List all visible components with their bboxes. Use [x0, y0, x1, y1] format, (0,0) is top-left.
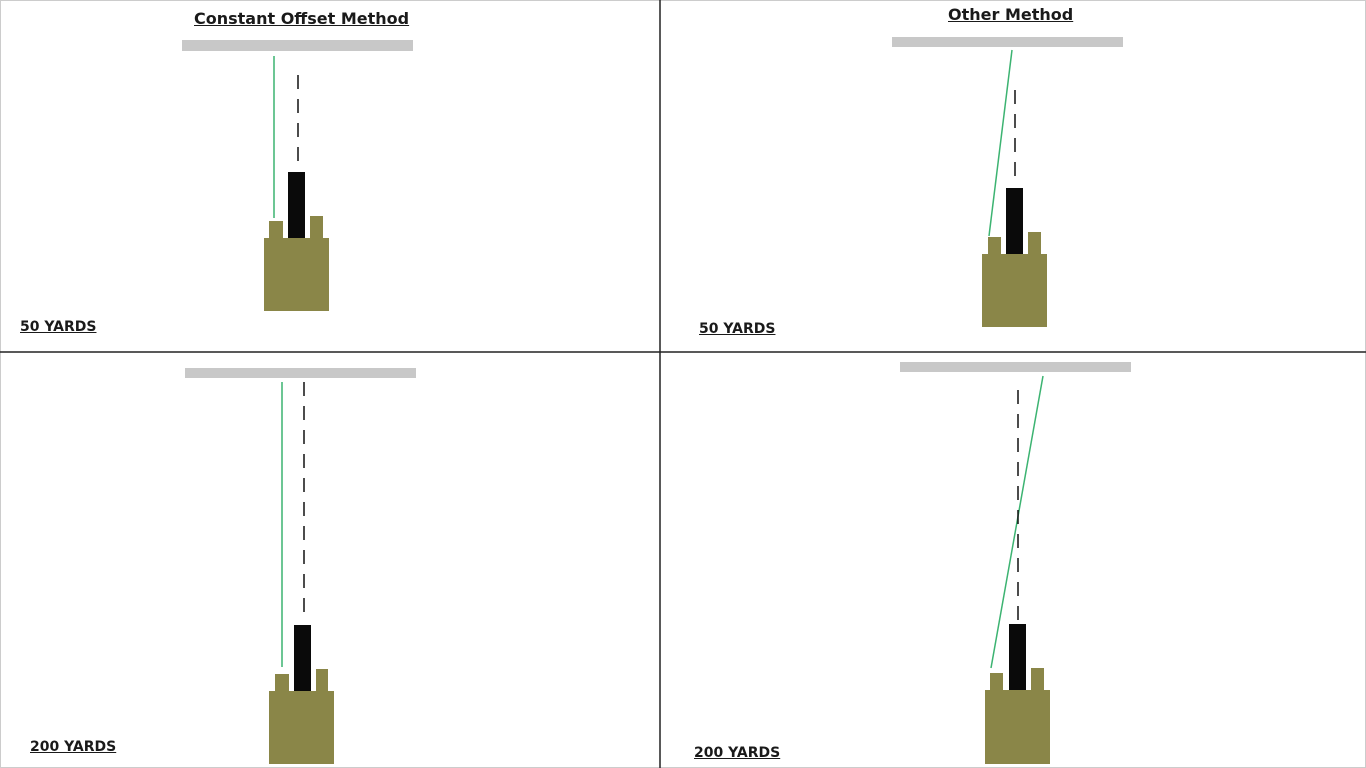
rifle-post-left — [275, 674, 289, 693]
rifle-body — [269, 691, 334, 764]
rifle-body — [985, 690, 1050, 764]
scope — [1009, 624, 1026, 691]
target-bar — [185, 368, 416, 378]
panel-bottom-left — [185, 368, 416, 764]
rifle-post-left — [269, 221, 283, 240]
distance-label-top-left: 50 YARDS — [20, 319, 97, 335]
panel-top-right — [892, 37, 1123, 327]
scope — [1006, 188, 1023, 255]
target-bar — [182, 40, 413, 51]
scope — [288, 172, 305, 239]
rifle-body — [264, 238, 329, 311]
rifle-post-left — [990, 673, 1003, 692]
title-constant-offset-method: Constant Offset Method — [194, 9, 410, 28]
title-other-method: Other Method — [948, 5, 1074, 24]
distance-label-bottom-left: 200 YARDS — [30, 739, 117, 755]
rifle-post-right — [1031, 668, 1044, 692]
rifle-post-right — [1028, 232, 1041, 256]
rifle-post-left — [988, 237, 1001, 256]
scope — [294, 625, 311, 693]
laser-line — [988, 49, 1013, 237]
target-bar — [900, 362, 1131, 372]
rifle-post-right — [310, 216, 323, 240]
distance-label-top-right: 50 YARDS — [699, 321, 776, 337]
target-bar — [892, 37, 1123, 47]
panel-bottom-right — [900, 362, 1131, 764]
laser-line — [990, 375, 1044, 669]
rifle-post-right — [316, 669, 328, 693]
rifle-body — [982, 254, 1047, 327]
panel-top-left — [182, 40, 413, 311]
distance-label-bottom-right: 200 YARDS — [694, 745, 781, 761]
